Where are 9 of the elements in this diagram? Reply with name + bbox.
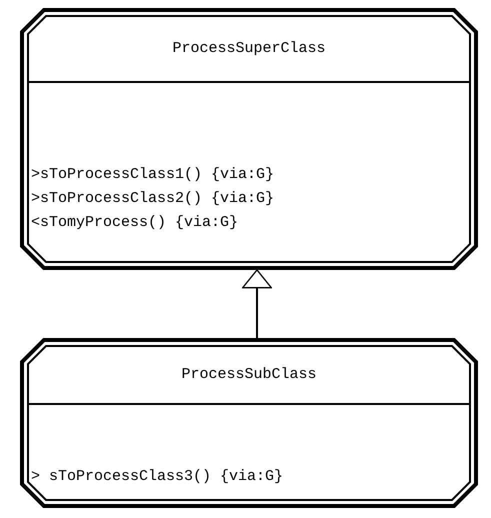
operation-text: >sToProcessClass2() {via:G} xyxy=(31,188,276,208)
operation-text: > sToProcessClass3() {via:G} xyxy=(31,467,284,487)
generalization-arrow xyxy=(242,269,272,338)
operation-text: <sTomyProcess() {via:G} xyxy=(31,212,240,232)
operation-text: >sToProcessClass1() {via:G} xyxy=(31,164,276,184)
class-box xyxy=(20,338,478,508)
class-name: ProcessSuperClass xyxy=(172,39,326,59)
class-box xyxy=(20,8,478,270)
class-name: ProcessSubClass xyxy=(181,365,317,385)
